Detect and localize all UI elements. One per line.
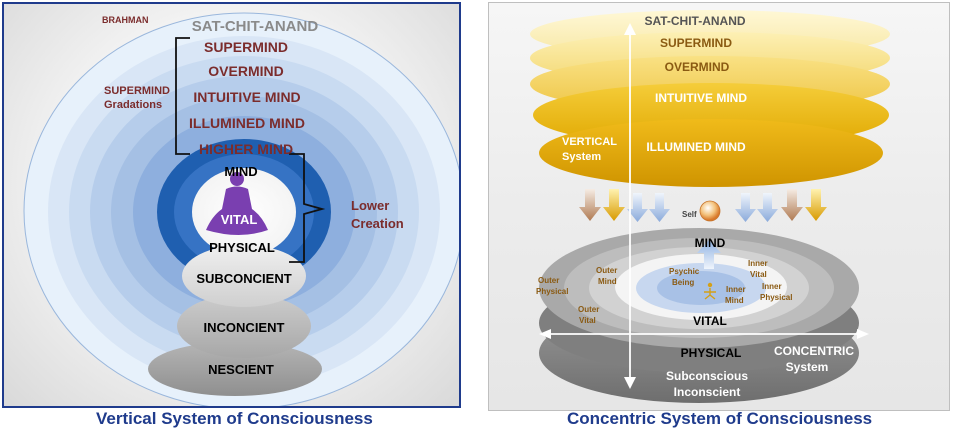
descending-arrows bbox=[579, 189, 827, 222]
label-intuitive-mind: INTUITIVE MIND bbox=[655, 91, 747, 105]
arrow-down-blue-4 bbox=[757, 193, 778, 222]
label-supermind: SUPERMIND bbox=[660, 36, 732, 50]
label-sat-chit-anand: SAT-CHIT-ANAND bbox=[644, 14, 745, 28]
label-overmind: OVERMIND bbox=[665, 60, 730, 74]
label-inner-mind-1: Inner bbox=[726, 285, 746, 294]
label-physical: PHYSICAL bbox=[209, 240, 275, 255]
meditating-figure-icon bbox=[206, 172, 268, 235]
label-vertical-system-1: VERTICAL bbox=[562, 136, 617, 148]
arrow-down-blue-3 bbox=[735, 193, 756, 222]
label-intuitive-mind: INTUITIVE MIND bbox=[193, 89, 300, 105]
layer-illumined-mind bbox=[539, 119, 883, 187]
arrow-down-brown-2 bbox=[781, 189, 803, 221]
ring-psychic-being bbox=[657, 271, 745, 305]
label-outer-physical-2: Physical bbox=[536, 287, 568, 296]
psychic-figure-icon bbox=[704, 282, 716, 300]
vertical-system-panel: BRAHMAN SAT-CHIT-ANAND SUPERMIND OVERMIN… bbox=[2, 2, 461, 408]
arrow-down-blue-2 bbox=[649, 193, 670, 222]
concentric-system-panel: SAT-CHIT-ANAND SUPERMIND OVERMIND INTUIT… bbox=[488, 2, 950, 411]
label-nescient: NESCIENT bbox=[208, 362, 274, 377]
label-outer-vital-2: Vital bbox=[579, 316, 596, 325]
vertical-system-diagram: BRAHMAN SAT-CHIT-ANAND SUPERMIND OVERMIN… bbox=[23, 12, 459, 406]
label-concentric-system-2: System bbox=[786, 360, 829, 374]
label-inconscient: Inconscient bbox=[674, 385, 741, 399]
label-physical: PHYSICAL bbox=[681, 346, 742, 360]
label-illumined-mind: ILLUMINED MIND bbox=[646, 140, 746, 154]
label-inner-vital-1: Inner bbox=[748, 259, 768, 268]
label-supermind: SUPERMIND bbox=[204, 39, 288, 55]
label-outer-vital-1: Outer bbox=[578, 305, 599, 314]
label-higher-mind: HIGHER MIND bbox=[199, 141, 293, 157]
ellipse-subconcient bbox=[182, 245, 306, 307]
vertical-axis-arrowhead-bottom bbox=[624, 377, 636, 389]
label-psychic-being-1: Psychic bbox=[669, 267, 700, 276]
label-inner-physical-1: Inner bbox=[762, 282, 782, 291]
label-subconcient: SUBCONCIENT bbox=[196, 271, 291, 286]
caption-vertical-system: Vertical System of Consciousness bbox=[96, 409, 373, 428]
supermind-gradations-bracket bbox=[175, 37, 190, 155]
label-outer-mind-1: Outer bbox=[596, 266, 617, 275]
label-inconcient: INCONCIENT bbox=[204, 320, 285, 335]
arrow-down-gold-1 bbox=[603, 189, 625, 221]
caption-concentric-system: Concentric System of Consciousness bbox=[567, 409, 873, 428]
label-mind: MIND bbox=[695, 236, 726, 250]
label-vital: VITAL bbox=[221, 212, 258, 227]
self-orb-icon bbox=[699, 200, 721, 222]
label-vital: VITAL bbox=[693, 314, 727, 328]
ellipse-nescient bbox=[148, 342, 322, 396]
label-lower-creation-1: Lower bbox=[351, 198, 389, 213]
label-concentric-system-1: CONCENTRIC bbox=[774, 344, 854, 358]
label-self: Self bbox=[682, 210, 697, 219]
arrow-down-brown-1 bbox=[579, 189, 601, 221]
lower-creation-bracket bbox=[289, 153, 326, 263]
arrow-up-psychic bbox=[697, 240, 721, 269]
label-mind: MIND bbox=[224, 164, 257, 179]
label-brahman: BRAHMAN bbox=[102, 15, 149, 25]
ellipse-inconcient bbox=[177, 294, 311, 358]
label-outer-physical-1: Outer bbox=[538, 276, 559, 285]
horizontal-axis-arrowhead-right bbox=[857, 329, 869, 339]
label-outer-mind-2: Mind bbox=[598, 277, 617, 286]
horizontal-axis-arrowhead-left bbox=[539, 329, 551, 339]
label-inner-vital-2: Vital bbox=[750, 270, 767, 279]
label-inner-mind-2: Mind bbox=[725, 296, 744, 305]
label-illumined-mind: ILLUMINED MIND bbox=[189, 115, 305, 131]
concentric-system-diagram: SAT-CHIT-ANAND SUPERMIND OVERMIND INTUIT… bbox=[530, 10, 890, 403]
arrow-down-blue-1 bbox=[627, 193, 648, 222]
label-supermind-gradations-1: SUPERMIND bbox=[104, 85, 170, 97]
label-overmind: OVERMIND bbox=[208, 63, 283, 79]
vertical-axis-arrowhead-top bbox=[624, 23, 636, 35]
label-vertical-system-2: System bbox=[562, 151, 601, 163]
label-lower-creation-2: Creation bbox=[351, 216, 404, 231]
label-inner-physical-2: Physical bbox=[760, 293, 792, 302]
label-subconscious: Subconscious bbox=[666, 369, 748, 383]
arrow-down-gold-2 bbox=[805, 189, 827, 221]
label-psychic-being-2: Being bbox=[672, 278, 694, 287]
label-supermind-gradations-2: Gradations bbox=[104, 99, 162, 111]
label-sat-chit-anand: SAT-CHIT-ANAND bbox=[192, 18, 319, 35]
